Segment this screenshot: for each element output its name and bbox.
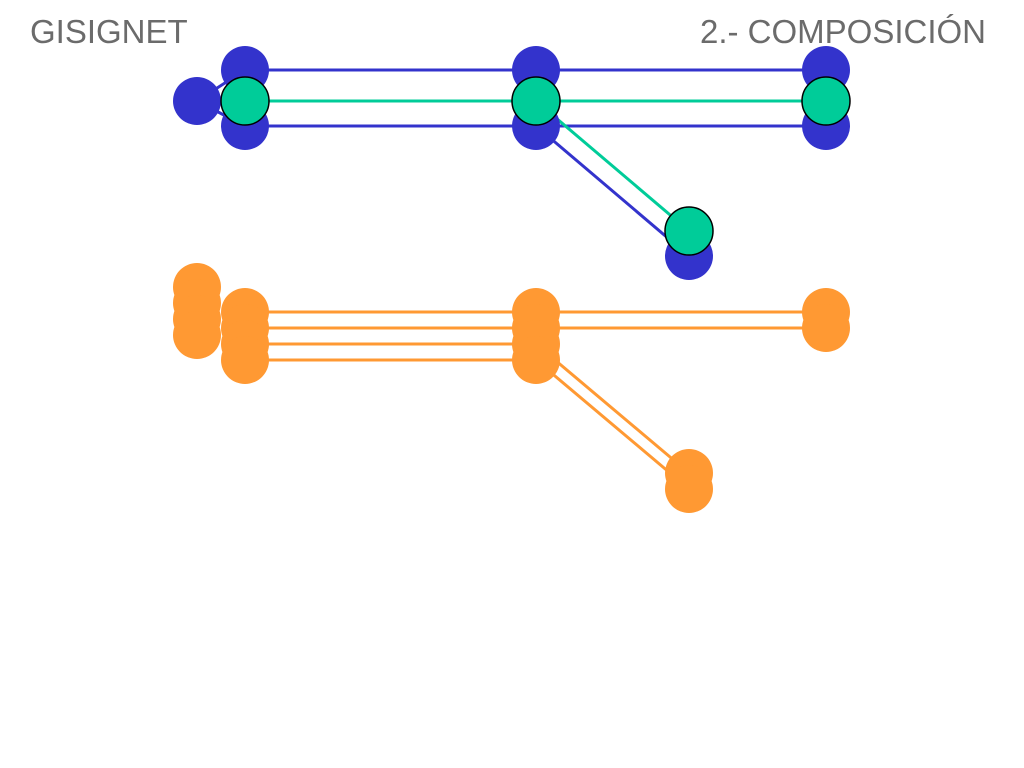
orange-branch-1: [535, 342, 690, 475]
section-title: 2.- COMPOSICIÓN: [699, 13, 986, 50]
orange-nodes: [173, 263, 850, 513]
orange-node-c-2: [802, 304, 850, 352]
blue-line-branch: [535, 124, 690, 258]
teal-node-c: [801, 76, 851, 126]
orange-branch-2: [535, 358, 690, 491]
brand-title: GISIGNET: [30, 13, 188, 50]
teal-node-b: [511, 76, 561, 126]
teal-node-d: [664, 206, 714, 256]
orange-node-left-4: [173, 311, 221, 359]
bottom-network: [173, 263, 850, 513]
blue-nodes: [173, 46, 850, 280]
orange-node-a-4: [221, 336, 269, 384]
teal-line-branch: [535, 99, 690, 233]
orange-node-b-4: [512, 336, 560, 384]
orange-node-d-2: [665, 465, 713, 513]
top-network: [173, 46, 851, 280]
teal-nodes: [220, 76, 851, 256]
teal-node-a: [220, 76, 270, 126]
blue-node-left: [173, 77, 221, 125]
